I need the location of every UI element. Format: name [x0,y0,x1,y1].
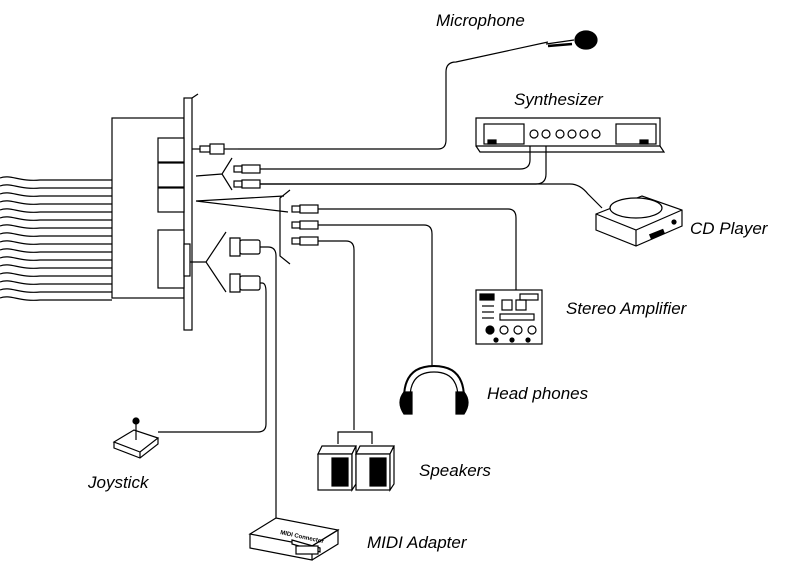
stereo-amplifier-device [475,289,543,345]
synth-cable-1 [260,138,531,170]
head-phones-device [399,364,469,415]
label-head-phones: Head phones [487,384,589,403]
joystick-cable [158,282,267,433]
ribbon-cable [0,176,112,301]
synthesizer-device [475,117,666,153]
sound-card [111,93,199,331]
midi-cable [260,246,277,520]
jack-mic-in [157,137,185,163]
joystick-device [112,417,160,459]
midi-db-connector [229,237,261,257]
speakers-device [317,431,395,492]
microphone-device [545,30,598,50]
game-port-bracket [190,231,227,293]
joystick-db-connector [229,273,261,293]
label-joystick: Joystick [88,473,149,492]
amp-cable [318,208,517,290]
headphone-cable [318,224,433,366]
label-stereo-amplifier: Stereo Amplifier [566,299,687,318]
mic-plug [192,143,238,155]
line-out-plugs [291,204,319,246]
cd-cable [260,183,603,209]
midi-adapter-device: MIDI Connector [248,517,340,561]
label-cd-player: CD Player [690,219,768,238]
line-out-bracket [195,189,291,265]
speaker-cable [318,240,355,430]
game-port [157,229,185,289]
mic-cable [238,41,549,150]
jack-line-out [157,187,185,213]
jack-line-in [157,162,185,188]
line-in-bracket [195,157,233,191]
label-midi-adapter: MIDI Adapter [367,533,467,552]
label-synthesizer: Synthesizer [514,90,603,109]
cd-player-device [595,195,683,247]
label-microphone: Microphone [436,11,525,30]
label-speakers: Speakers [419,461,491,480]
line-in-plugs [233,164,261,189]
